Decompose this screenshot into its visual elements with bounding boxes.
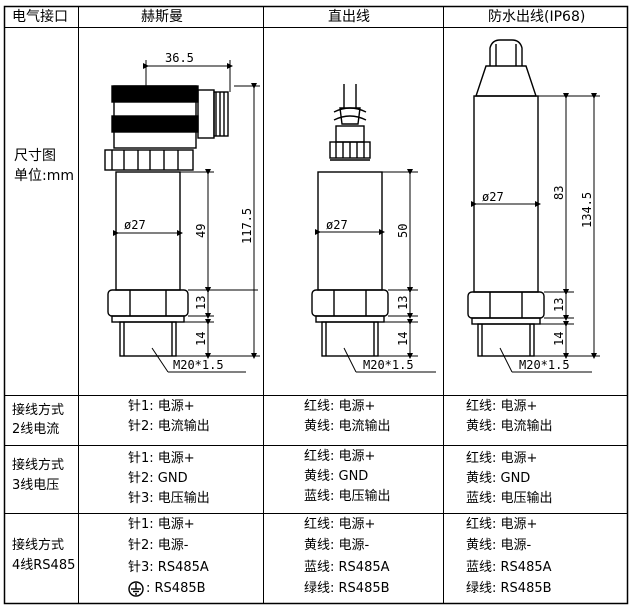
direct-dim-hex: 13: [396, 296, 410, 310]
row-3wire-direct-1: 红线: 电源+: [304, 449, 376, 464]
ip68-dim-thread: 14: [552, 332, 566, 346]
direct-dim-thread: 14: [396, 332, 410, 346]
row-rs485-label-2: 4线RS485: [12, 558, 76, 573]
hirschmann-dim-top: 36.5: [165, 51, 194, 65]
row-3wire-ip68-1: 红线: 电源+: [466, 451, 538, 466]
ground-symbol-icon: [128, 581, 144, 597]
hirschmann-dim-body: 49: [194, 224, 208, 238]
ip68-drawing: [467, 39, 545, 357]
row-3wire-hirschmann-1: 针1: 电源+: [128, 451, 195, 466]
row-2wire-direct-1: 红线: 电源+: [304, 399, 376, 414]
hirschmann-dim-hex: 13: [194, 296, 208, 310]
direct-dim-m20: M20*1.5: [363, 358, 414, 372]
row-rs485-hirschmann-1: 针1: 电源+: [128, 517, 195, 532]
direct-cable-drawing: [311, 84, 389, 357]
row-rs485-direct-2: 黄线: 电源-: [304, 538, 370, 553]
row-rs485-direct-3: 蓝线: RS485A: [304, 560, 390, 575]
ip68-dim-hex: 13: [552, 298, 566, 312]
row-3wire-hirschmann-2: 针2: GND: [128, 471, 188, 486]
direct-dim-body: 50: [396, 224, 410, 238]
row-rs485-hirschmann-3: 针3: RS485A: [128, 560, 209, 575]
header-direct-cable: 直出线: [328, 9, 370, 25]
dimension-unit-label: 单位:mm: [14, 168, 74, 184]
row-rs485-direct-4: 绿线: RS485B: [304, 581, 390, 596]
ip68-dim-body: 83: [552, 186, 566, 200]
row-rs485-ip68-3: 蓝线: RS485A: [466, 560, 552, 575]
header-waterproof-ip68: 防水出线(IP68): [488, 9, 586, 25]
row-3wire-hirschmann-3: 针3: 电压输出: [128, 491, 210, 506]
row-rs485-hirschmann-2: 针2: 电源-: [128, 538, 189, 553]
hirschmann-dim-total: 117.5: [240, 208, 254, 244]
row-3wire-label-2: 3线电压: [12, 478, 60, 493]
header-hirschmann: 赫斯曼: [141, 9, 183, 25]
ip68-dim-total: 134.5: [580, 192, 594, 228]
dimension-label: 尺寸图: [14, 148, 56, 164]
row-2wire-ip68-1: 红线: 电源+: [466, 399, 538, 414]
hirschmann-dim-diameter: ø27: [124, 218, 146, 232]
hirschmann-dim-m20: M20*1.5: [173, 358, 224, 372]
row-2wire-label-1: 接线方式: [12, 403, 65, 418]
row-rs485-direct-1: 红线: 电源+: [304, 517, 376, 532]
row-3wire-direct-2: 黄线: GND: [304, 469, 369, 484]
hirschmann-dim-thread: 14: [194, 332, 208, 346]
row-2wire-hirschmann-1: 针1: 电源+: [128, 399, 195, 414]
row-rs485-ip68-1: 红线: 电源+: [466, 517, 538, 532]
row-rs485-label-1: 接线方式: [12, 538, 65, 553]
ip68-dim-m20: M20*1.5: [519, 358, 570, 372]
row-rs485-ip68-2: 黄线: 电源-: [466, 538, 532, 553]
ip68-dim-diameter: ø27: [482, 190, 504, 204]
row-2wire-hirschmann-2: 针2: 电流输出: [128, 419, 210, 434]
direct-dim-diameter: ø27: [326, 218, 348, 232]
row-2wire-label-2: 2线电流: [12, 422, 60, 437]
row-3wire-ip68-2: 黄线: GND: [466, 471, 531, 486]
row-rs485-hirschmann-4: : RS485B: [146, 581, 206, 596]
row-3wire-label-1: 接线方式: [12, 458, 65, 473]
row-rs485-ip68-4: 绿线: RS485B: [466, 581, 552, 596]
row-3wire-ip68-3: 蓝线: 电压输出: [466, 491, 553, 506]
row-2wire-ip68-2: 黄线: 电流输出: [466, 419, 553, 434]
header-electrical-interface: 电气接口: [12, 9, 68, 25]
row-3wire-direct-3: 蓝线: 电压输出: [304, 489, 391, 504]
row-2wire-direct-2: 黄线: 电流输出: [304, 419, 391, 434]
